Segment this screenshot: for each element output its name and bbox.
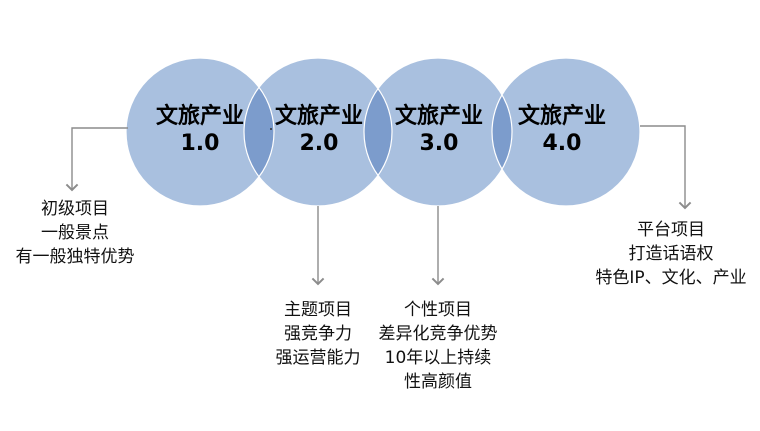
dot-mark (270, 128, 272, 130)
stage-version-2: 2.0 (299, 131, 339, 156)
note-line: 强运营能力 (275, 348, 361, 368)
note-line: 差异化竞争优势 (378, 324, 498, 344)
stage-notes-2: 主题项目 强竞争力 强运营能力 (243, 298, 393, 370)
note-line: 平台项目 (637, 220, 705, 240)
stage-title-2: 文旅产业 (274, 104, 363, 129)
note-line: 个性项目 (404, 300, 472, 320)
note-line: 初级项目 (41, 199, 109, 219)
note-line: 打造话语权 (628, 244, 714, 264)
stage-notes-1: 初级项目 一般景点 有一般独特优势 (0, 197, 150, 269)
stage-title-3: 文旅产业 (394, 104, 483, 129)
stage-notes-3: 个性项目 差异化竞争优势 10年以上持续 性高颜值 (363, 298, 513, 394)
stage-title-1: 文旅产业 (155, 104, 244, 129)
stage-version-1: 1.0 (180, 131, 220, 156)
stage-label-2: 文旅产业 2.0 (244, 103, 394, 157)
stage-notes-4: 平台项目 打造话语权 特色IP、文化、产业 (586, 218, 756, 290)
stage-circle-2 (244, 58, 392, 206)
stage-title-4: 文旅产业 (517, 104, 606, 129)
note-line: 强竞争力 (284, 324, 352, 344)
stage-circle-3 (364, 58, 512, 206)
connector-4 (640, 125, 692, 210)
connector-1 (65, 127, 128, 192)
note-line: 一般景点 (41, 223, 109, 243)
note-line: 主题项目 (284, 300, 352, 320)
stage-label-4: 文旅产业 4.0 (487, 103, 637, 157)
stage-circle-4 (492, 58, 640, 206)
note-line: 性高颜值 (404, 372, 472, 392)
stage-version-4: 4.0 (542, 131, 582, 156)
note-line: 10年以上持续 (384, 348, 492, 368)
stage-label-3: 文旅产业 3.0 (364, 103, 514, 157)
stage-circle-1 (126, 58, 274, 206)
note-line: 特色IP、文化、产业 (595, 268, 747, 288)
stage-label-1: 文旅产业 1.0 (125, 103, 275, 157)
stage-version-3: 3.0 (419, 131, 459, 156)
note-line: 有一般独特优势 (15, 247, 135, 267)
